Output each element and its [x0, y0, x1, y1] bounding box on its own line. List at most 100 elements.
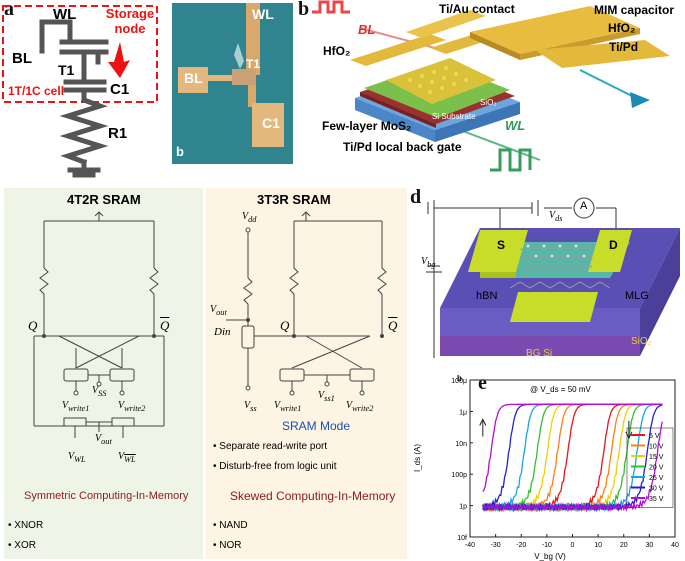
y-tick-label: 100μ	[451, 378, 467, 385]
x-tick-label: -40	[465, 542, 475, 549]
din-label: Din	[214, 326, 231, 338]
vwrite2-label-right: Vwrite2	[346, 400, 374, 413]
vout-label-right: Vout	[210, 304, 227, 317]
si-substrate-label: Si Substrate	[432, 112, 476, 121]
transistor-wlbar	[111, 417, 135, 427]
vds-label: Vds	[549, 210, 563, 223]
bg-si-label: BG Si	[526, 348, 553, 359]
series-line-0-fwd	[482, 403, 663, 513]
skewed-cim-label: Skewed Computing-In-Memory	[230, 489, 396, 503]
wl-pulse-icon	[490, 148, 532, 172]
bullet-nand: • NAND	[213, 520, 248, 531]
ammeter-label: A	[580, 200, 588, 212]
cell-dashed-box	[2, 5, 158, 103]
ti-pd-label: Ti/Pd	[609, 40, 639, 54]
vss-label-right: Vss	[244, 400, 257, 413]
chart-panel-tag: b	[457, 374, 462, 383]
sram-3t3r-circuit	[226, 211, 387, 396]
ti-au-contact-label: Ti/Au contact	[439, 2, 515, 16]
photo-c1-label: C1	[262, 115, 280, 131]
chart-annotation: @ V_ds = 50 mV	[530, 385, 591, 394]
vwrite2-label-left: Vwrite2	[118, 400, 146, 413]
device-micrograph	[172, 3, 293, 164]
wl-line	[459, 129, 541, 161]
wl-label: WL	[53, 6, 77, 23]
transistor-write2	[109, 368, 135, 382]
legend-box	[626, 427, 674, 508]
vss-label-left: VSS	[92, 385, 107, 398]
x-tick-label: -30	[491, 542, 501, 549]
transistor-3t-write1	[279, 368, 305, 382]
sram-mode-label: SRAM Mode	[282, 419, 351, 433]
photo-t1-label: T1	[246, 57, 261, 71]
hfo2-top-label: HfO₂	[608, 21, 636, 35]
hfo2-left-label: HfO₂	[323, 44, 351, 58]
x-tick-label: 0	[571, 542, 575, 549]
sram-4t2r-title: 4T2R SRAM	[67, 192, 141, 207]
bl-b-label: BL	[358, 22, 376, 37]
transistor-3t-write2	[349, 368, 375, 382]
y-tick-label: 1p	[459, 504, 467, 511]
vbg-label: Vbg	[421, 256, 436, 269]
y-tick-label: 100p	[451, 472, 467, 479]
resistor-right	[149, 267, 159, 295]
wl-b-label: WL	[505, 118, 526, 133]
resistor-3t-right	[377, 267, 387, 295]
panel-label-b: b	[298, 0, 310, 20]
r1-label: R1	[108, 125, 128, 142]
r1-resistor	[59, 96, 109, 166]
legend-label-3: 20 V	[649, 465, 664, 472]
t1-label: T1	[58, 62, 75, 78]
resistor-3t-left	[289, 267, 299, 295]
vss1-label: Vss1	[318, 390, 335, 403]
sram-3t3r-title: 3T3R SRAM	[257, 192, 331, 207]
x-tick-label: -10	[542, 542, 552, 549]
back-gate-label: Ti/Pd local back gate	[343, 140, 462, 154]
mos2-flake	[386, 58, 496, 104]
storage-node-label: Storage node	[105, 6, 155, 36]
cell-label: 1T/1C cell	[8, 84, 65, 98]
vwrite1-label-right: Vwrite1	[274, 400, 302, 413]
x-tick-label: 20	[620, 542, 628, 549]
source-electrode	[468, 230, 528, 272]
vwl-label-left: VWL	[68, 451, 86, 464]
resistor-left	[39, 267, 49, 295]
plot-frame	[469, 379, 676, 538]
panel-a-schematic	[2, 5, 158, 178]
q-label-right: Q	[280, 318, 290, 333]
drain-electrode	[588, 230, 632, 272]
bl-pad	[178, 67, 208, 93]
ti-au-contact-top	[406, 10, 486, 38]
legend-label-0: 5 V	[649, 433, 660, 440]
vwrite1-label-left: Vwrite1	[62, 400, 90, 413]
transistor-write1	[63, 368, 89, 382]
wl-electrode	[246, 3, 260, 75]
sio2-b-label: SiO₂	[480, 98, 497, 107]
series-line-6-fwd	[482, 403, 663, 492]
drain-label: D	[609, 238, 618, 252]
qbar-label-right: Q	[388, 318, 398, 333]
panel-label-e: e	[478, 372, 487, 394]
ti-au-contact-left	[350, 34, 446, 66]
photo-sub-label: b	[176, 144, 184, 159]
bullet-nor: • NOR	[213, 540, 242, 551]
feature-disturb-free: • Disturb-free from logic unit	[213, 461, 337, 472]
arrow-down-head	[625, 431, 633, 440]
legend-label-1: 10 V	[649, 444, 664, 451]
source-label: S	[497, 238, 506, 252]
x-tick-label: 10	[594, 542, 602, 549]
bl-label: BL	[12, 50, 32, 67]
storage-arrow-icon	[108, 42, 130, 78]
vout-label-left: Vout	[95, 433, 112, 446]
bl-pulse-icon	[312, 0, 350, 14]
mos2-label: Few-layer MoS₂	[322, 119, 412, 133]
transistor-wl	[63, 417, 87, 427]
transistor-read	[241, 325, 255, 349]
mim-capacitor	[470, 6, 640, 54]
y-tick-label: 10f	[457, 535, 467, 542]
legend-label-2: 15 V	[649, 454, 664, 461]
qbar-label-left: Q	[160, 318, 170, 333]
panel-label-a: a	[4, 0, 14, 20]
c1-label: C1	[110, 81, 130, 98]
photo-bl-label: BL	[184, 70, 203, 86]
